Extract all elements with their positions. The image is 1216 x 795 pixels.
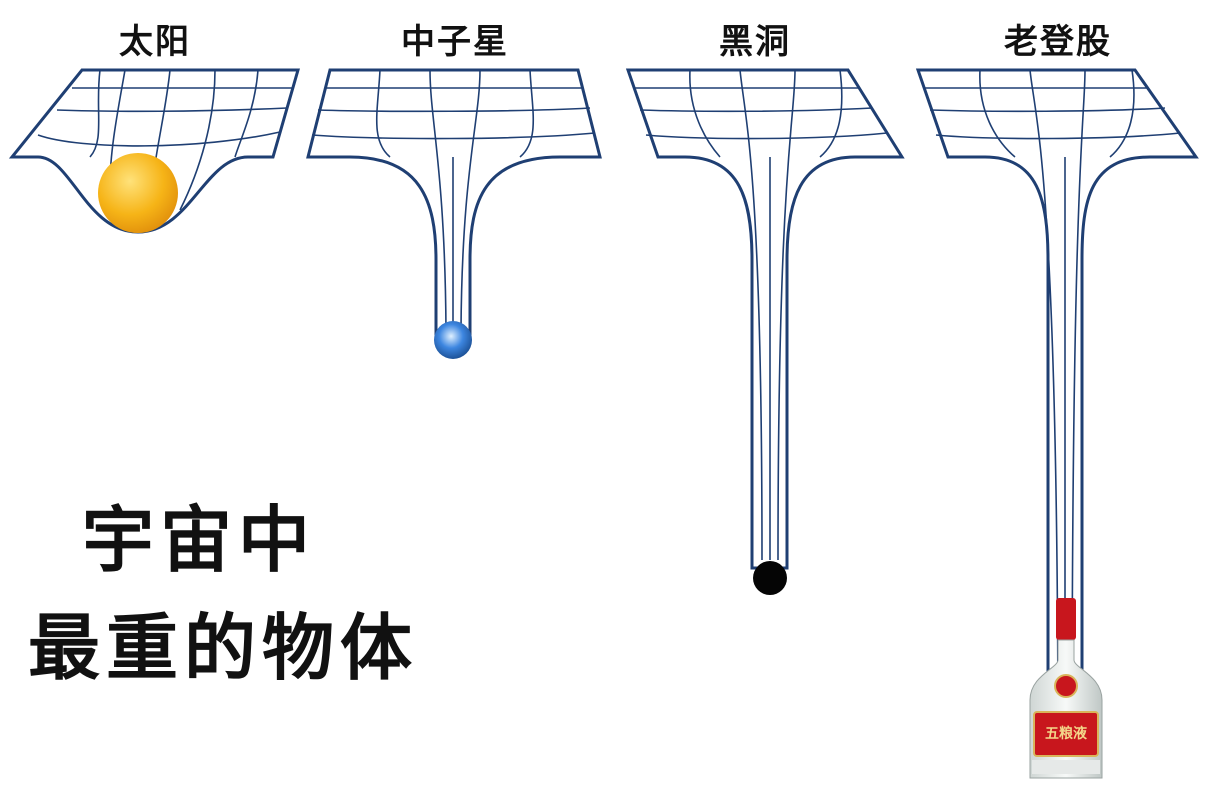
panel-label-neutron-star: 中子星	[401, 22, 509, 62]
bottle-glass	[1029, 639, 1103, 779]
headline-line-1: 宇宙中	[82, 498, 317, 582]
liquor-grid-line	[1109, 69, 1135, 158]
black-hole-grid-line	[819, 69, 843, 158]
bottle-cap	[1056, 598, 1076, 640]
black-hole-grid-line	[739, 69, 763, 561]
panel-label-liquor: 老登股	[1004, 22, 1112, 62]
liquor-grid-line	[935, 132, 1181, 140]
bottle-base-band	[1032, 760, 1100, 774]
neutron-grid-line	[429, 69, 447, 331]
black-hole-grid-line	[639, 107, 873, 113]
panel-label-sun: 太阳	[119, 22, 191, 62]
neutron-grid-line	[311, 132, 596, 140]
black-hole-grid-line	[645, 132, 888, 140]
sun-grid-line	[89, 69, 101, 158]
sun-spacetime-well	[8, 68, 300, 234]
liquor-grid-line	[979, 69, 1016, 158]
bottle-label	[1033, 711, 1099, 757]
headline-line-2: 最重的物体	[28, 606, 419, 690]
black-hole-grid-line	[777, 69, 796, 561]
sun-orb	[98, 153, 178, 233]
sun-grid-line	[179, 69, 216, 211]
liquor-grid-line	[1071, 69, 1086, 761]
bottle-brand-text: 五粮液	[1045, 726, 1087, 742]
neutron-grid-line	[317, 107, 591, 113]
black-hole-orb	[753, 561, 787, 595]
black-hole-spacetime-well	[625, 68, 905, 570]
sun-grid-line	[37, 131, 281, 147]
black-hole-well-surface	[625, 68, 905, 570]
neutron-grid-line	[375, 69, 391, 158]
sun-grid-line	[234, 69, 259, 158]
panel-label-black-hole: 黑洞	[719, 22, 791, 62]
sun-grid-line	[56, 107, 288, 113]
bottle-emblem	[1054, 674, 1078, 698]
liquor-bottle	[1029, 598, 1103, 779]
neutron-star-orb	[434, 321, 472, 359]
neutron-grid-line	[519, 69, 535, 158]
black-hole-grid-line	[689, 69, 721, 158]
neutron-star-spacetime-well	[306, 68, 602, 345]
liquor-grid-line	[929, 107, 1166, 113]
neutron-grid-line	[460, 69, 481, 331]
liquor-grid-line	[1029, 69, 1059, 761]
